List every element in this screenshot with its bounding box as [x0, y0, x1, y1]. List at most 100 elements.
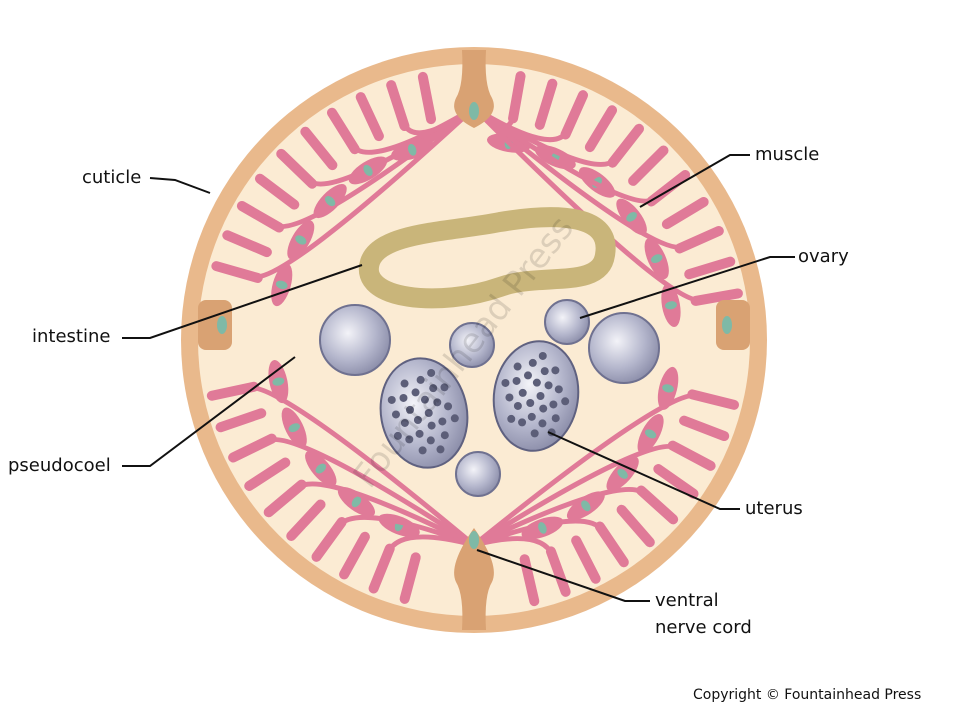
nucleus: [407, 143, 417, 156]
muscle-arm: [661, 196, 709, 230]
nucleus: [644, 429, 657, 439]
egg: [523, 371, 532, 380]
muscle-band: [472, 443, 679, 548]
muscle-arm: [228, 433, 277, 463]
nucleus: [665, 301, 677, 310]
egg: [501, 378, 510, 387]
egg: [536, 392, 545, 400]
label-pseudocoel: pseudocoel: [8, 455, 111, 476]
egg: [444, 402, 453, 411]
egg: [418, 446, 427, 455]
nucleus: [581, 500, 591, 512]
nucleus: [662, 384, 674, 393]
egg: [505, 393, 514, 402]
egg: [427, 368, 436, 377]
egg: [405, 405, 414, 414]
muscle-arm: [339, 531, 370, 580]
egg: [512, 376, 521, 385]
muscle-arm: [236, 201, 285, 233]
nucleus: [288, 423, 300, 433]
nucleus: [617, 468, 628, 479]
muscle-arm: [206, 381, 259, 401]
egg: [393, 431, 402, 440]
muscle-band: [472, 106, 686, 250]
muscle-arm: [368, 543, 395, 594]
nucleus: [217, 316, 227, 334]
muscle-arm: [399, 552, 421, 604]
muscle-arm: [534, 78, 558, 130]
egg: [440, 431, 449, 440]
nucleus: [538, 522, 547, 534]
egg: [528, 358, 537, 367]
egg: [551, 414, 560, 423]
egg: [440, 383, 449, 392]
egg: [416, 375, 425, 384]
muscle-arm: [571, 535, 601, 584]
muscle-arm: [276, 148, 318, 189]
egg: [433, 398, 442, 407]
muscle-arm: [679, 415, 730, 442]
nucleus: [275, 280, 288, 290]
egg: [427, 421, 436, 430]
muscle-band: [472, 392, 698, 547]
egg: [420, 395, 429, 404]
muscle-band: [266, 437, 476, 548]
muscle-arm: [674, 225, 724, 254]
muscle-arm: [386, 80, 410, 132]
ovary: [319, 299, 660, 497]
nucleus: [324, 196, 336, 207]
egg: [387, 395, 396, 404]
muscle-layer: [206, 71, 743, 607]
egg: [400, 418, 409, 427]
muscle-arm: [508, 71, 526, 124]
label-ventral: ventral: [655, 590, 719, 611]
muscle-arm: [687, 389, 740, 410]
intestine: [358, 207, 616, 309]
label-uterus: uterus: [745, 498, 803, 519]
egg: [527, 412, 536, 421]
egg: [450, 414, 459, 423]
nucleus: [363, 164, 373, 176]
muscle-arm: [215, 408, 267, 433]
muscle-arm: [584, 105, 618, 153]
egg: [405, 435, 414, 444]
egg: [518, 388, 527, 397]
egg: [438, 417, 447, 426]
muscle-arm: [417, 71, 437, 125]
egg: [539, 404, 548, 413]
muscle-band: [473, 536, 556, 558]
egg: [554, 385, 563, 394]
egg: [436, 445, 445, 454]
muscle-arm: [594, 521, 629, 568]
muscle-arm: [311, 517, 347, 562]
muscle-band: [472, 105, 657, 204]
egg: [399, 393, 408, 402]
label-muscle: muscle: [755, 144, 820, 165]
muscle-arm: [653, 464, 699, 499]
muscle-arm: [667, 440, 716, 471]
muscle-arm: [616, 504, 655, 548]
egg: [507, 414, 516, 423]
leader-lines: [122, 154, 795, 602]
egg: [551, 366, 560, 375]
nucleus: [469, 102, 479, 120]
uterus: [379, 340, 580, 469]
muscle-band: [472, 106, 701, 303]
egg: [429, 384, 438, 393]
egg: [532, 378, 541, 387]
egg: [544, 381, 553, 390]
muscle-arm: [244, 457, 291, 491]
egg: [391, 410, 400, 419]
muscle-arm: [684, 256, 736, 280]
nucleus: [295, 235, 307, 245]
egg: [413, 416, 422, 425]
egg: [526, 399, 535, 408]
egg: [513, 362, 522, 371]
dorsal-nerve-cord: [454, 50, 494, 128]
muscle-arm: [560, 90, 589, 140]
egg: [424, 409, 433, 417]
muscle-band: [296, 481, 476, 548]
muscle-arm: [222, 230, 272, 258]
egg: [411, 388, 420, 397]
